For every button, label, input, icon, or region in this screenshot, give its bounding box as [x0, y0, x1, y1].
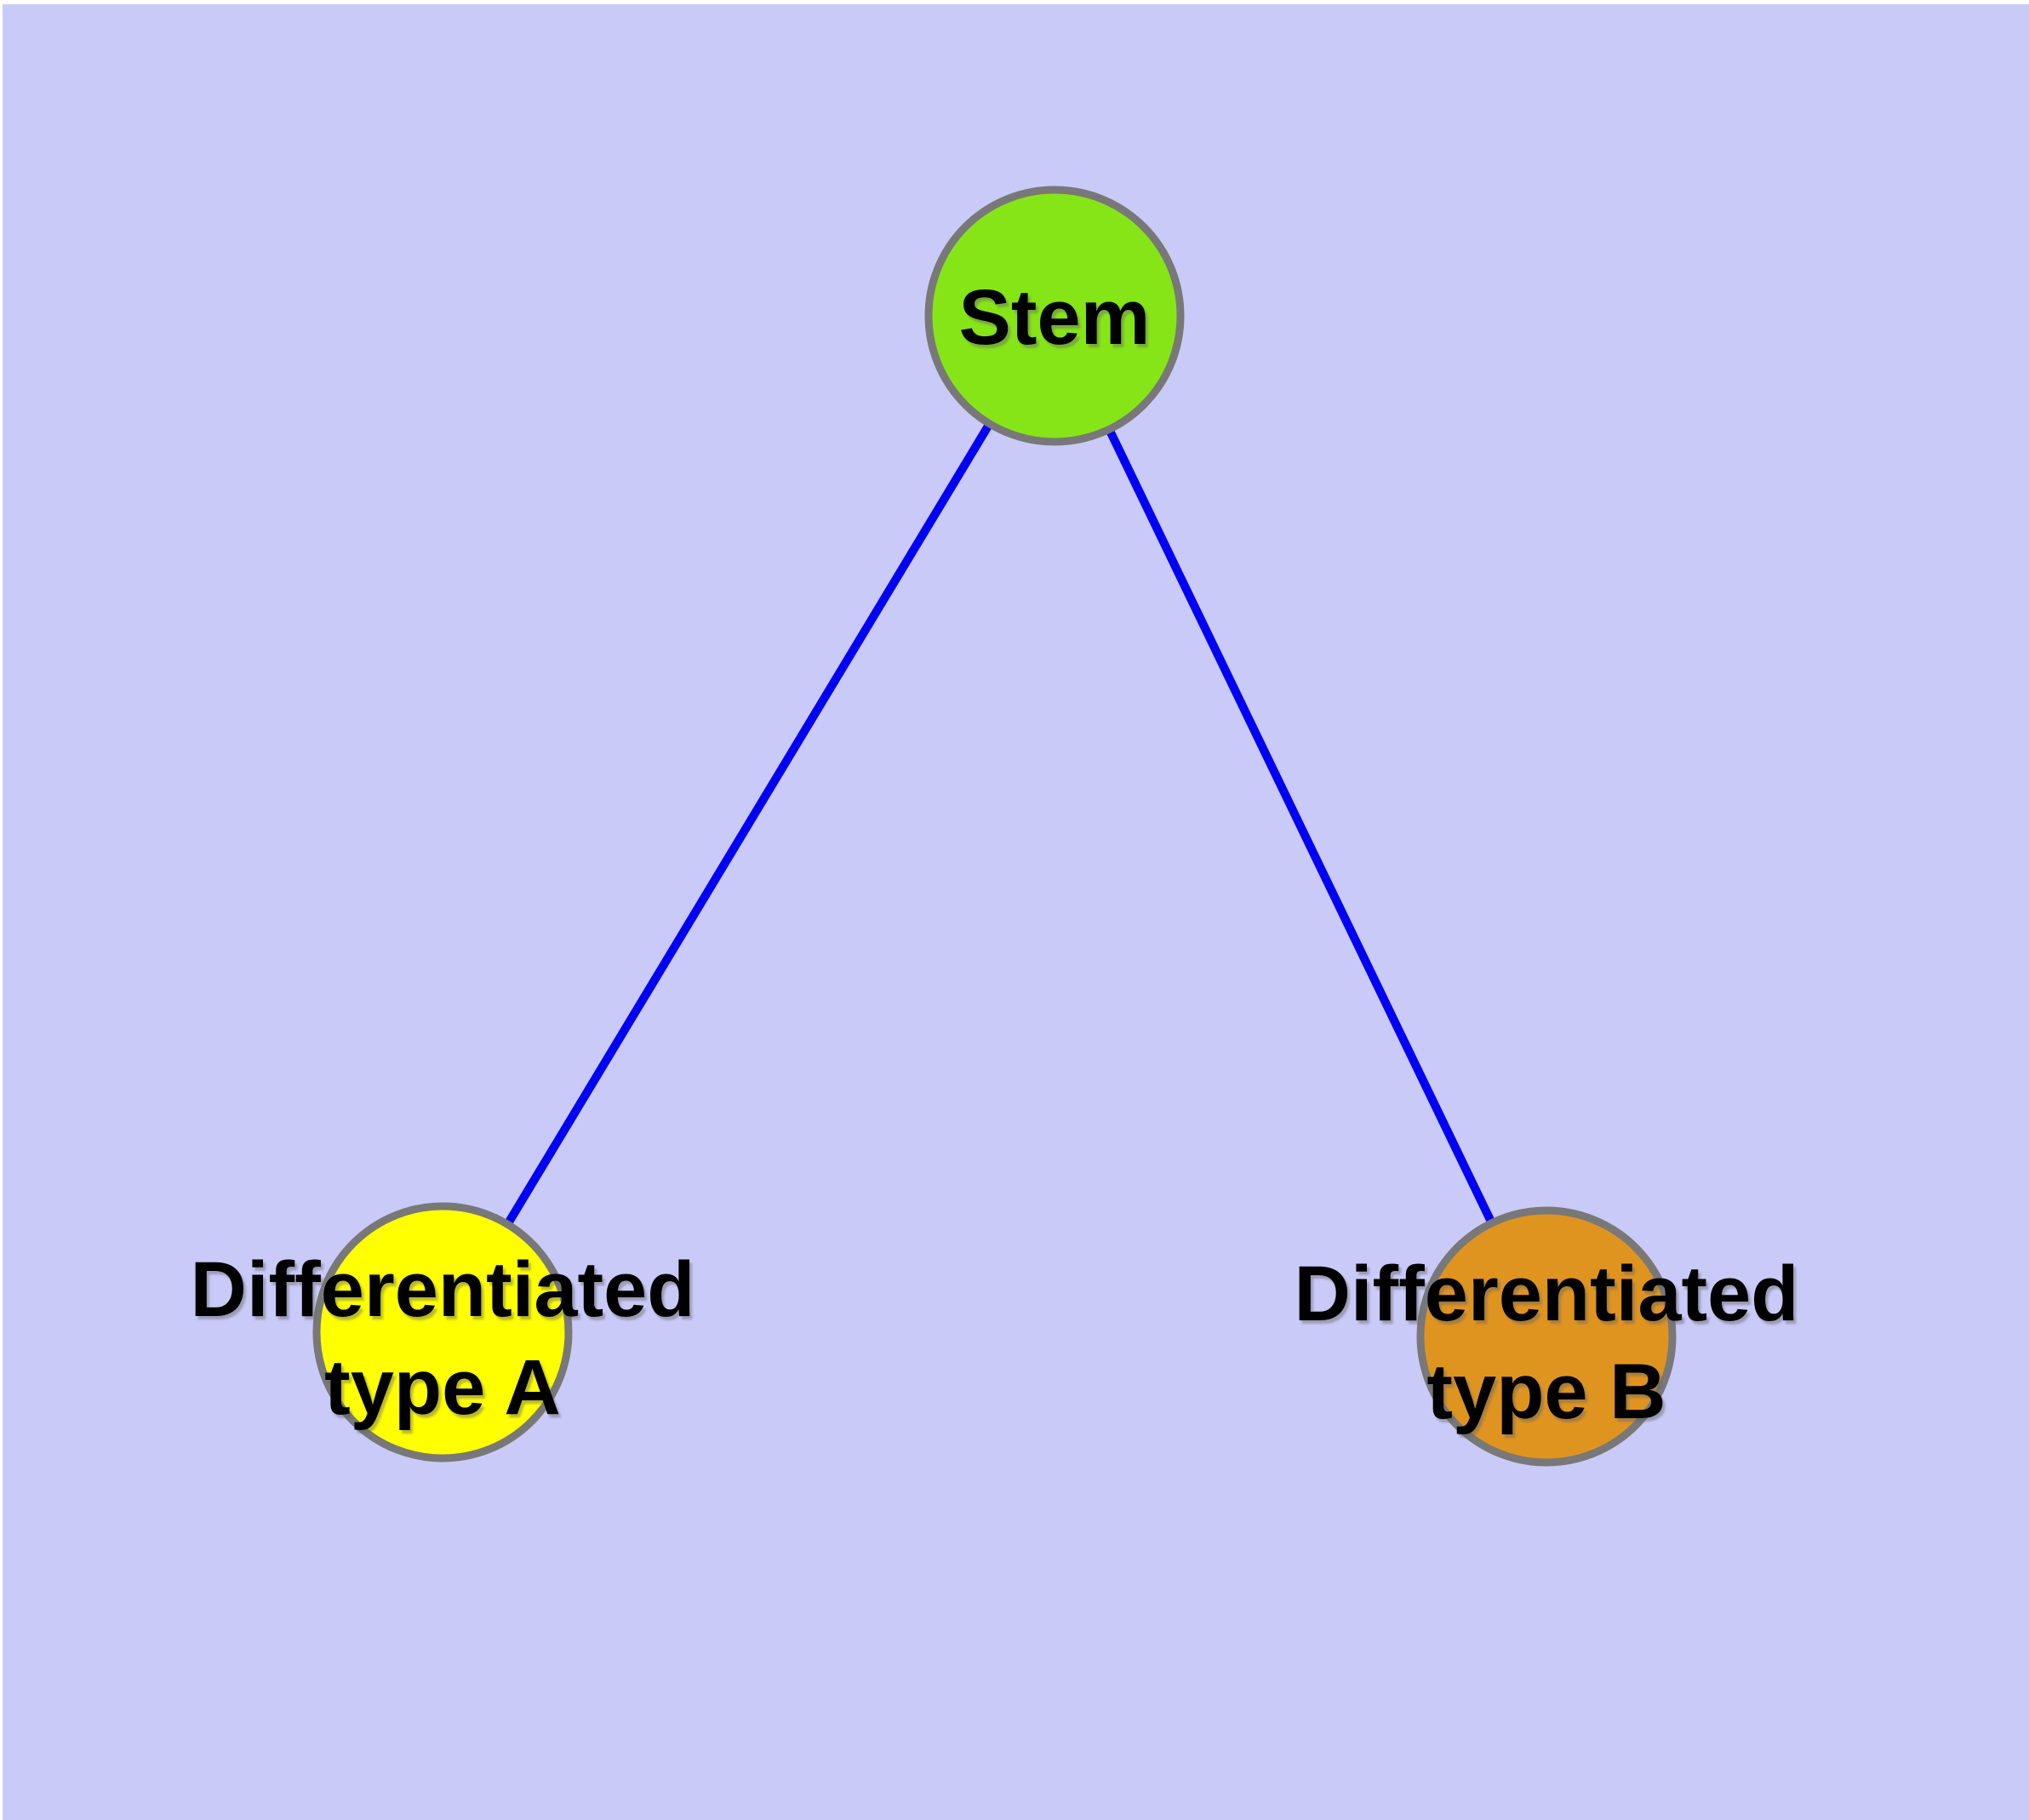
edge-stem-to-type-b	[1050, 313, 1551, 1339]
node-label-type-a-line1: Differentiated	[191, 1246, 695, 1333]
node-label-type-a-line2: type A	[324, 1344, 561, 1431]
node-label-type-b-line2: type B	[1426, 1348, 1666, 1435]
node-label-stem: Stem	[959, 274, 1151, 361]
node-differentiated-type-b	[1416, 1206, 1677, 1467]
node-label-type-b-line1: Differentiated	[1295, 1251, 1799, 1337]
node-stem	[924, 186, 1185, 446]
node-differentiated-type-a	[312, 1202, 573, 1462]
edge-stem-to-type-a	[438, 313, 1059, 1335]
